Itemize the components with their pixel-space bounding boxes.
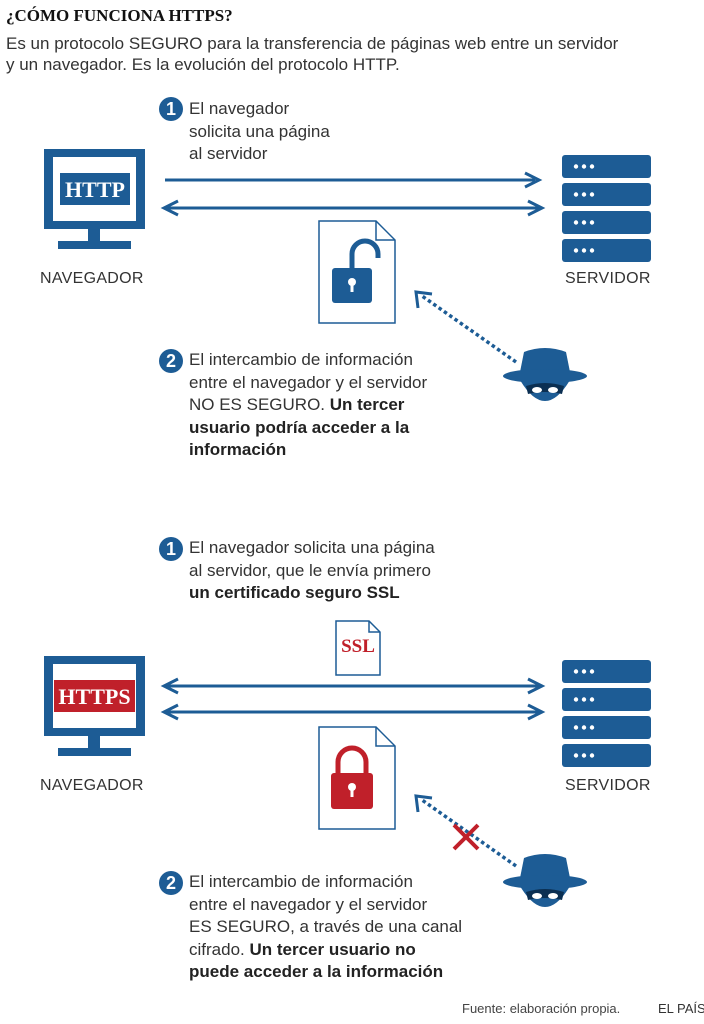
secure-browser-screen-text: HTTPS [58,684,131,709]
https-step-2-text: El intercambio de información entre el n… [189,871,462,984]
secure-exchange-arrow-bottom [160,703,546,721]
step-1-line: al servidor [189,144,268,163]
https-step-2-line: ES SEGURO, a través de una canal [189,917,463,936]
https-step-1-line: El navegador solicita una página [189,538,435,557]
browser-monitor-icon [44,149,145,249]
request-arrow [165,171,543,189]
secure-screen-label-box [54,680,135,712]
secure-server-rack-icon [562,660,651,767]
step-2-line: entre el navegador y el servidor [189,372,428,392]
https-step-2-plain: cifrado. [189,939,245,959]
server-label: SERVIDOR [565,270,651,287]
https-step-2-bold: Un tercer usuario no [249,939,416,959]
https-step-1-line: al servidor, que le envía primero [189,560,431,580]
closed-padlock-document-icon [318,726,396,830]
https-step-2-line: El intercambio de información [189,872,413,891]
step-2-line: El intercambio de información [189,350,413,369]
https-step-1-badge: 1 [159,537,183,561]
step-2-badge: 2 [159,349,183,373]
step-2-bold: Un tercer [329,395,405,414]
secure-server-label: SERVIDOR [565,777,651,794]
step-2-bold: información [189,440,287,459]
https-step-1-bold: un certificado seguro SSL [189,583,400,602]
browser-screen-text: HTTP [65,177,125,202]
step-2-bold: usuario podría acceder a la [189,417,410,437]
blocked-hacker-spy-icon [503,854,587,907]
secure-browser-monitor-icon [44,656,145,756]
server-rack-icon [562,155,651,262]
step-1-line: El navegador [189,99,290,118]
step-1-badge: 1 [159,97,183,121]
step-2-plain: NO ES SEGURO. [189,395,326,414]
step-1-text: El navegador solicita una página al serv… [189,98,330,166]
https-step-2-line: entre el navegador y el servidor [189,894,428,914]
page-title: ¿CÓMO FUNCIONA HTTPS? [6,6,233,25]
https-step-1-text: El navegador solicita una página al serv… [189,537,435,605]
hacker-spy-icon [503,348,587,401]
screen-label-box [60,173,130,205]
spy-path-dotted-arrow [414,290,518,364]
step-2-text: El intercambio de información entre el n… [189,349,427,462]
https-step-2-badge: 2 [159,871,183,895]
open-padlock-document-icon [318,220,396,324]
exchange-arrow [160,199,546,217]
brand-credit: EL PAÍS [658,1001,704,1016]
secure-browser-label: NAVEGADOR [40,777,144,794]
ssl-certificate-text: SSL [341,636,375,657]
blocked-x-icon [452,823,480,851]
page-subtitle: Es un protocolo SEGURO para la transfere… [6,34,619,74]
browser-label: NAVEGADOR [40,270,144,287]
https-step-2-bold: puede acceder a la información [189,962,444,981]
secure-exchange-arrow-top [160,677,546,695]
blocked-spy-path-dotted-arrow [414,794,518,868]
step-1-line: solicita una página [189,121,330,141]
ssl-certificate-icon [335,620,381,676]
source-note: Fuente: elaboración propia. [462,1001,621,1016]
